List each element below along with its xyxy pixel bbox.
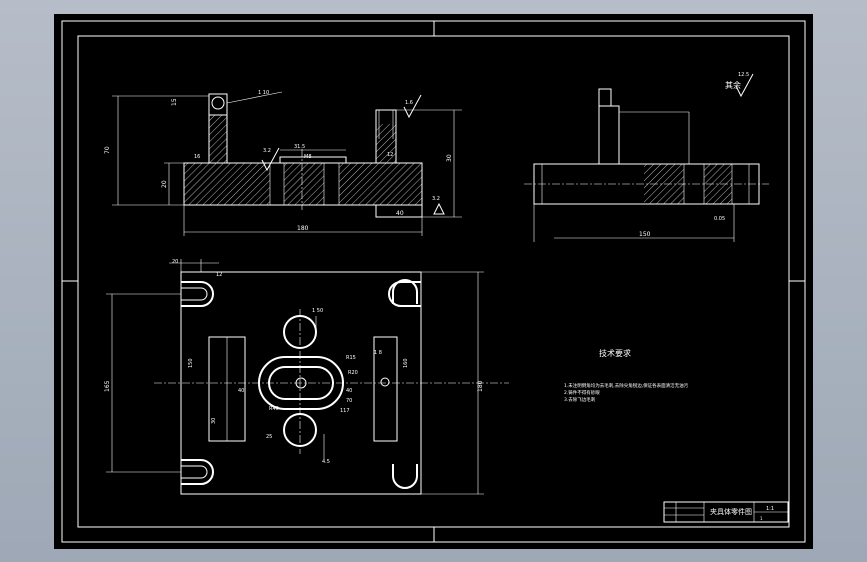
fv-dim-overall-length: 180 [297, 225, 309, 232]
fv-dim-mid: 31.5 [294, 144, 305, 150]
tv-dim-e: 180 [477, 380, 484, 392]
tv-dim-o: R40 [269, 406, 279, 412]
sv-dim-width: 150 [639, 231, 651, 238]
tv-dim-l: 70 [346, 398, 352, 404]
fv-dim-top: 15 [171, 98, 178, 106]
tech-req-line-1: 1.未注明倒角均为去毛刺,去除尖角锐边,保证各表面清洁无油污 [564, 382, 689, 389]
tech-req-line-2: 2.铸件不得有砂眼 [564, 389, 600, 396]
centering-marks [62, 21, 805, 542]
roughness-b-value: 1.6 [405, 100, 413, 106]
title-block [663, 501, 789, 523]
tv-dim-d: 150 [188, 358, 194, 368]
fv-dim-pin-hole: 1 10 [258, 90, 269, 96]
fv-dim-right-height: 30 [446, 154, 453, 162]
tv-dim-b: 12 [216, 272, 222, 278]
top-view [106, 259, 509, 495]
roughness-other-label: 其余 [725, 80, 741, 90]
tv-dim-c: 165 [104, 380, 111, 392]
side-view [524, 88, 769, 242]
title-block-sheet: 1 [760, 516, 763, 521]
drawing-sheet: 180 70 20 15 30 40 1 10 12 31.5 16 M8 3.… [54, 14, 813, 549]
tv-dim-h: 30 [211, 418, 217, 424]
tv-dim-r1: 1 50 [312, 308, 323, 314]
fv-dim-thread: M8 [304, 154, 312, 160]
title-block-scale: 1:1 [766, 506, 774, 512]
tv-dim-k: 40 [346, 388, 352, 394]
roughness-other-symbol [735, 73, 754, 98]
sv-dim-bottom: 0.05 [714, 216, 725, 222]
fv-dim-base-height: 20 [161, 180, 168, 188]
fv-dim-bottom-step: 40 [396, 210, 404, 217]
tv-dim-r3: R20 [348, 370, 358, 376]
tv-dim-n: 1 8 [374, 350, 382, 356]
roughness-symbol-c [433, 202, 445, 215]
tv-dim-r2: R15 [346, 355, 356, 361]
tv-dim-p: 4.5 [322, 459, 330, 465]
fv-dim-height: 70 [104, 146, 111, 154]
fv-dim-slot: 12 [387, 152, 393, 158]
drawing-canvas: 180 70 20 15 30 40 1 10 12 31.5 16 M8 3.… [61, 20, 806, 543]
tv-dim-g: 40 [238, 388, 244, 394]
tv-dim-f: 160 [403, 358, 409, 368]
front-view [112, 91, 462, 236]
roughness-other-value: 12.5 [738, 72, 749, 78]
roughness-symbol-b [403, 94, 422, 119]
tv-dim-m: 117 [340, 408, 350, 414]
tech-req-line-3: 3.去除飞边毛刺 [564, 396, 596, 403]
roughness-a-value: 3.2 [263, 148, 271, 154]
tech-req-heading: 技术要求 [599, 348, 631, 358]
roughness-symbol-a [261, 147, 280, 172]
fv-dim-r: 16 [194, 154, 200, 160]
tv-dim-i: 25 [266, 434, 272, 440]
roughness-c-value: 3.2 [432, 196, 440, 202]
tv-dim-a: 20 [172, 259, 178, 265]
title-block-drawing-title: 夹具体零件图 [710, 507, 752, 516]
